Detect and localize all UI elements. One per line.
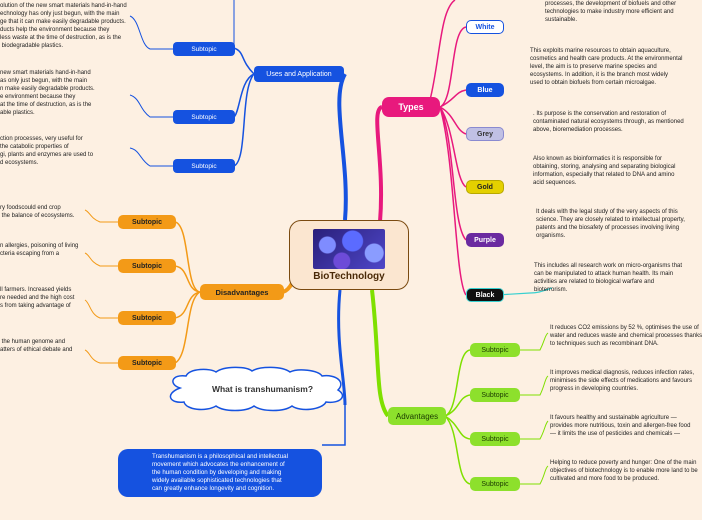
uses-and-application-node[interactable]: Uses and Application bbox=[254, 66, 344, 82]
disadvantages-text-3: ll farmers. Increased yields re needed a… bbox=[0, 287, 75, 309]
advantages-text-3: It favours healthy and sustainable agric… bbox=[550, 415, 691, 437]
disadvantages-subtopic-1[interactable]: Subtopic bbox=[118, 215, 176, 229]
type-grey-text: . Its purpose is the conservation and re… bbox=[533, 111, 684, 133]
advantages-subtopic-4[interactable]: Subtopic bbox=[470, 477, 520, 491]
branch-transhumanism bbox=[337, 289, 347, 406]
type-blue-text: This exploits marine resources to obtain… bbox=[530, 48, 683, 86]
uses-subtopic-3[interactable]: Subtopic bbox=[173, 159, 235, 173]
type-blue-node[interactable]: Blue bbox=[466, 83, 504, 97]
central-topic-title: BioTechnology bbox=[313, 270, 385, 282]
type-black-node[interactable]: Black bbox=[466, 288, 504, 302]
uses-text-2: new smart materials hand-in-hand as only… bbox=[0, 70, 95, 116]
uses-subtopic-1[interactable]: Subtopic bbox=[173, 42, 235, 56]
uses-text-3: ction processes, very useful for the cat… bbox=[0, 136, 94, 166]
type-white-node[interactable]: White bbox=[466, 20, 504, 34]
advantages-text-1: It reduces CO2 emissions by 52 %, optimi… bbox=[550, 325, 702, 347]
advantages-subtopic-2[interactable]: Subtopic bbox=[470, 388, 520, 402]
type-purple-text: It deals with the legal study of the ver… bbox=[536, 209, 685, 239]
biotech-cells-image bbox=[313, 228, 385, 269]
disadvantages-text-4: the human genome and atters of ethical d… bbox=[0, 339, 73, 353]
disadvantages-subtopic-2[interactable]: Subtopic bbox=[118, 259, 176, 273]
transhumanism-answer-text: Transhumanism is a philosophical and int… bbox=[152, 453, 288, 492]
types-node[interactable]: Types bbox=[382, 97, 440, 117]
disadvantages-text-2: n allergies, poisoning of living cteria … bbox=[0, 243, 79, 257]
branch-uses bbox=[337, 73, 348, 221]
transhumanism-question[interactable]: What is transhumanism? bbox=[211, 384, 314, 394]
uses-subtopic-2[interactable]: Subtopic bbox=[173, 110, 235, 124]
type-gold-text: Also known as bioinformatics it is respo… bbox=[533, 156, 676, 186]
branch-advantages bbox=[370, 289, 390, 418]
disadvantages-text-1: ry foodscould end crop the balance of ec… bbox=[0, 205, 75, 219]
branch-types bbox=[375, 105, 384, 223]
transhumanism-answer[interactable]: Transhumanism is a philosophical and int… bbox=[118, 449, 322, 497]
cloud-shape bbox=[169, 366, 344, 412]
central-topic[interactable]: BioTechnology bbox=[289, 220, 409, 290]
disadvantages-subtopic-3[interactable]: Subtopic bbox=[118, 311, 176, 325]
type-purple-node[interactable]: Purple bbox=[466, 233, 504, 247]
advantages-subtopic-3[interactable]: Subtopic bbox=[470, 432, 520, 446]
advantages-text-4: Helping to reduce poverty and hunger: On… bbox=[550, 460, 698, 482]
advantages-text-2: It improves medical diagnosis, reduces i… bbox=[550, 370, 695, 392]
type-black-text: This includes all research work on micro… bbox=[534, 263, 683, 293]
disadvantages-node[interactable]: Disadvantages bbox=[200, 284, 284, 300]
disadvantages-subtopic-4[interactable]: Subtopic bbox=[118, 356, 176, 370]
uses-text-1: olution of the new smart materials hand-… bbox=[0, 3, 127, 49]
type-white-text: processes, the development of biofuels a… bbox=[545, 1, 677, 23]
advantages-node[interactable]: Advantages bbox=[388, 407, 446, 425]
type-grey-node[interactable]: Grey bbox=[466, 127, 504, 141]
advantages-subtopic-1[interactable]: Subtopic bbox=[470, 343, 520, 357]
type-gold-node[interactable]: Gold bbox=[466, 180, 504, 194]
